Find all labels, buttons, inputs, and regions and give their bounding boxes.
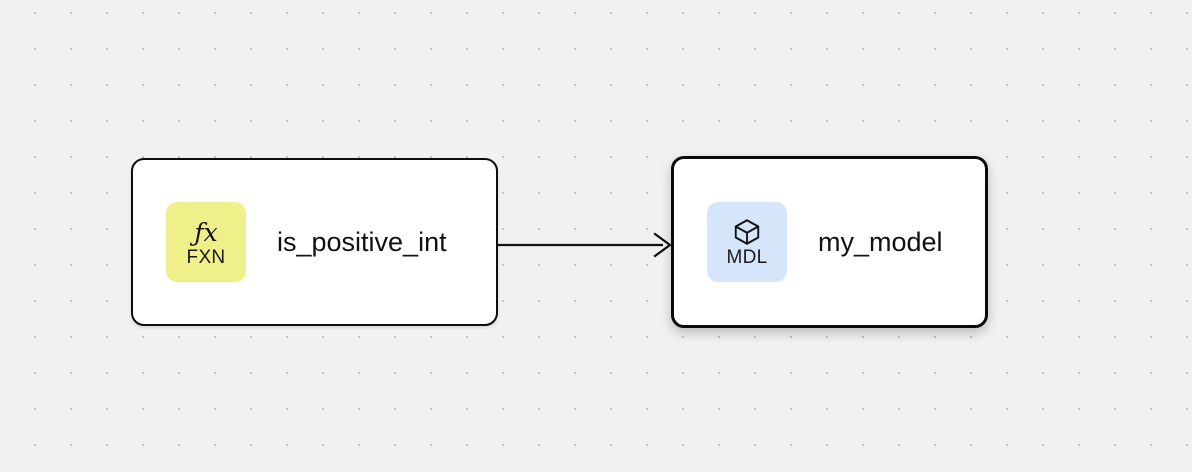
cube-box-icon xyxy=(732,217,762,247)
node-title: my_model xyxy=(818,226,943,257)
node-my-model[interactable]: MDL my_model xyxy=(671,156,988,328)
node-is-positive-int[interactable]: ƒx FXN is_positive_int xyxy=(131,158,498,326)
node-badge-fxn: ƒx FXN xyxy=(166,202,246,282)
node-badge-mdl: MDL xyxy=(707,202,787,282)
function-fx-icon: ƒx xyxy=(194,217,218,247)
node-title: is_positive_int xyxy=(277,226,447,257)
node-badge-label: FXN xyxy=(186,247,226,268)
edge-arrowhead-icon xyxy=(653,232,672,258)
node-badge-label: MDL xyxy=(726,247,768,268)
edge-fxn-to-mdl[interactable] xyxy=(498,232,672,258)
